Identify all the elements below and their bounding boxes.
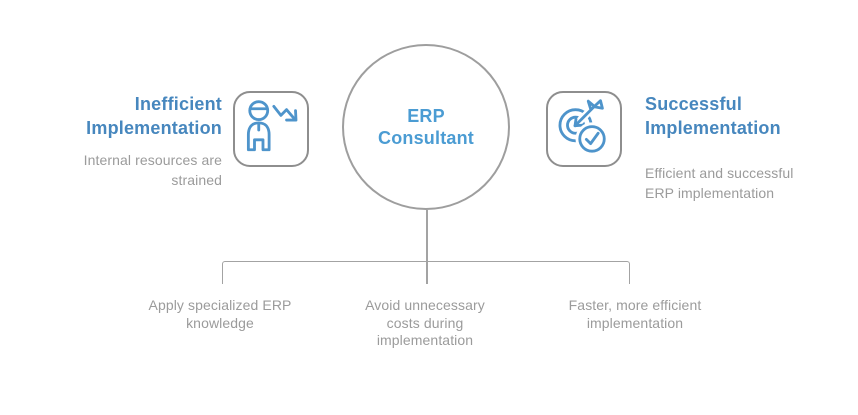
erp-consultant-label: ERP Consultant (378, 105, 474, 149)
hub-label-line: Consultant (378, 128, 474, 148)
benefit-line: knowledge (186, 314, 254, 331)
hub-connector-line (426, 210, 428, 284)
benefit-line: Avoid unnecessary (365, 297, 485, 313)
inefficient-implementation-heading: Inefficient Implementation (10, 92, 222, 140)
heading-line: Inefficient (134, 94, 222, 114)
subtitle-line: Internal resources are (83, 152, 222, 168)
subtitle-line: strained (171, 172, 222, 188)
successful-implementation-heading: Successful Implementation (645, 92, 855, 140)
benefit-line: costs during (386, 314, 464, 331)
benefit-faster-implementation: Faster, more efficient implementation (535, 297, 735, 332)
branch-connector-lines (222, 261, 630, 284)
subtitle-line: Efficient and successful (645, 165, 794, 181)
erp-consultant-circle: ERP Consultant (342, 44, 510, 210)
heading-line: Implementation (86, 118, 222, 138)
benefit-apply-knowledge: Apply specialized ERP knowledge (120, 297, 320, 332)
benefit-line: Apply specialized ERP (148, 297, 292, 313)
benefit-line: implementation (586, 314, 684, 331)
successful-icon-box (546, 91, 622, 167)
heading-line: Successful (645, 94, 743, 114)
subtitle-line: ERP implementation (645, 185, 775, 201)
successful-implementation-subtitle: Efficient and successful ERP implementat… (645, 163, 855, 203)
benefit-line: Faster, more efficient (568, 297, 702, 313)
inefficient-implementation-subtitle: Internal resources are strained (10, 150, 222, 190)
target-dart-check-icon (558, 99, 609, 156)
hub-label-line: ERP (407, 106, 445, 126)
person-decline-icon (246, 100, 298, 152)
benefit-avoid-costs: Avoid unnecessary costs during implement… (325, 297, 525, 350)
heading-line: Implementation (645, 118, 781, 138)
inefficient-icon-box (233, 91, 309, 167)
benefit-line: implementation (376, 332, 474, 348)
